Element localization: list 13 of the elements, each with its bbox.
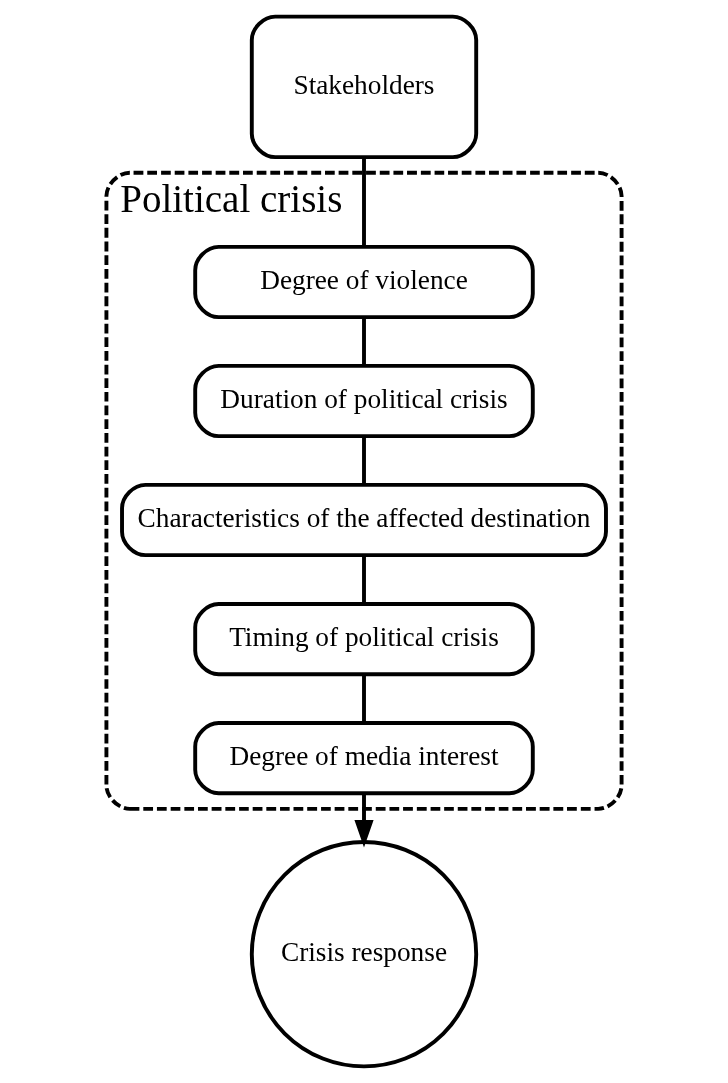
connector <box>362 157 366 247</box>
node-box: Characteristics of the affected destination <box>120 482 608 558</box>
arrow <box>354 793 374 848</box>
node-circle: Crisis response <box>249 840 479 1069</box>
node-box: Duration of political crisis <box>193 363 535 439</box>
connector <box>362 436 366 485</box>
node-box: Stakeholders <box>249 14 479 160</box>
connector <box>362 555 366 604</box>
connector <box>362 317 366 366</box>
connector <box>362 674 366 723</box>
node-box: Degree of violence <box>193 244 535 320</box>
node-box: Degree of media interest <box>193 721 535 796</box>
node-box: Timing of political crisis <box>193 602 535 677</box>
